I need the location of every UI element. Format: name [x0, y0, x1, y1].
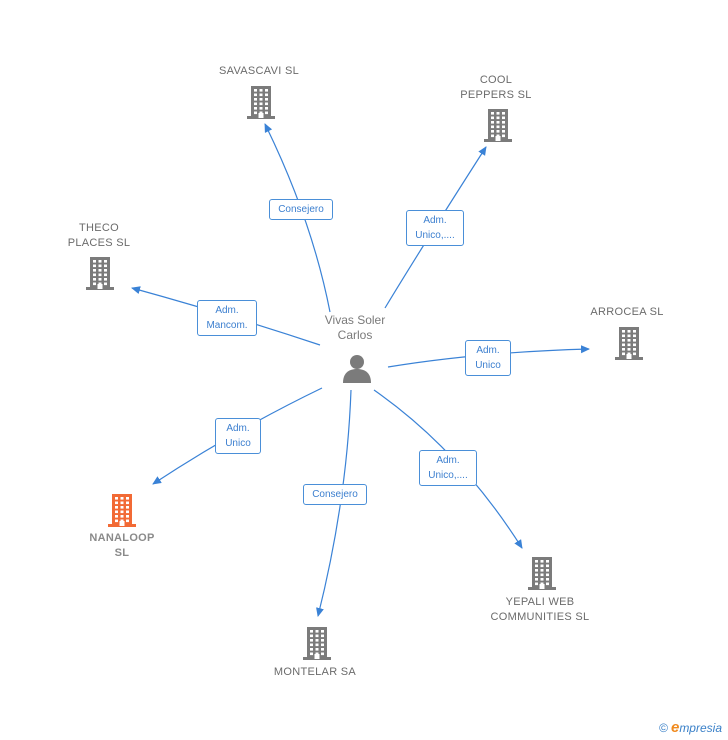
relation-label-montelar[interactable]: Consejero [303, 484, 367, 505]
building-icon[interactable] [526, 556, 558, 595]
company-label-nanaloop[interactable]: NANALOOP SL [62, 531, 182, 561]
relation-line: Consejero [312, 489, 358, 500]
relation-line: Unico [475, 360, 501, 371]
building-icon[interactable] [613, 326, 645, 365]
building-icon[interactable] [482, 108, 514, 147]
company-label-montelar[interactable]: MONTELAR SA [255, 665, 375, 680]
building-icon[interactable] [245, 85, 277, 124]
company-name-line: MONTELAR SA [273, 666, 357, 678]
relation-line: Adm. [476, 345, 500, 356]
building-icon[interactable] [106, 493, 138, 532]
relation-label-yepali[interactable]: Adm. Unico,.... [419, 450, 477, 486]
relation-line: Unico,.... [415, 230, 455, 241]
company-label-cool-peppers[interactable]: COOL PEPPERS SL [436, 73, 556, 103]
brand-initial: e [670, 719, 680, 736]
relation-line: Adm. [436, 455, 460, 466]
brand-footer[interactable]: ©empresia [659, 719, 722, 736]
company-name-line: PLACES SL [67, 237, 131, 249]
company-name-line: PEPPERS SL [460, 89, 532, 101]
relation-line: Consejero [278, 204, 324, 215]
center-person-name[interactable]: Vivas Soler Carlos [305, 313, 405, 343]
company-name-line: THECO [79, 222, 119, 234]
company-label-arrocea[interactable]: ARROCEA SL [567, 305, 687, 320]
company-name-line: YEPALI WEB [505, 596, 575, 608]
company-name-line: SAVASCAVI SL [218, 65, 300, 77]
building-icon[interactable] [84, 256, 116, 295]
relation-label-nanaloop[interactable]: Adm. Unico [215, 418, 261, 454]
relation-line: Adm. [215, 305, 239, 316]
relation-label-arrocea[interactable]: Adm. Unico [465, 340, 511, 376]
company-name-line: COOL [479, 74, 513, 86]
relation-line: Unico [225, 438, 251, 449]
person-icon[interactable] [341, 352, 373, 384]
building-icon[interactable] [301, 626, 333, 665]
relation-label-cool-peppers[interactable]: Adm. Unico,.... [406, 210, 464, 246]
company-name-line: ARROCEA SL [590, 306, 664, 318]
relation-line: Unico,.... [428, 470, 468, 481]
relation-label-savascavi[interactable]: Consejero [269, 199, 333, 220]
relation-line: Adm. [226, 423, 250, 434]
center-name-line1: Vivas Soler [324, 313, 386, 327]
copyright-icon: © [659, 721, 668, 735]
center-name-line2: Carlos [337, 328, 373, 342]
company-name-line: NANALOOP [89, 532, 155, 544]
company-label-theco-places[interactable]: THECO PLACES SL [39, 221, 159, 251]
company-name-line: COMMUNITIES SL [490, 611, 590, 623]
company-label-yepali[interactable]: YEPALI WEB COMMUNITIES SL [470, 595, 610, 625]
company-label-savascavi[interactable]: SAVASCAVI SL [199, 64, 319, 79]
company-name-line: SL [114, 547, 130, 559]
relation-line: Mancom. [206, 320, 248, 331]
relation-label-theco-places[interactable]: Adm. Mancom. [197, 300, 257, 336]
brand-name: mpresia [679, 721, 722, 735]
relation-line: Adm. [423, 215, 447, 226]
